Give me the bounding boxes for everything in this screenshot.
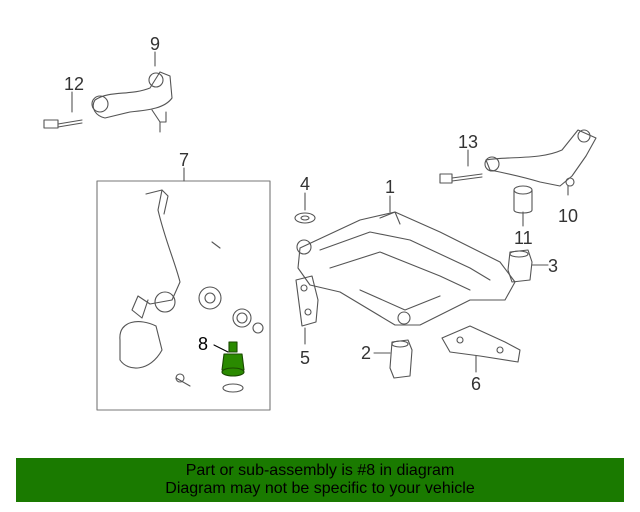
callout-5: 5 (300, 348, 310, 368)
callout-2: 2 (361, 343, 371, 363)
callout-6: 6 (471, 374, 481, 394)
bracket-part-6[interactable] (441, 325, 521, 363)
banner-line-part: Part or sub-assembly is #8 in diagram (185, 462, 455, 479)
banner-line-disclaimer: Diagram may not be specific to your vehi… (165, 480, 475, 497)
ball-joint-part-8[interactable] (221, 341, 245, 377)
callout-13: 13 (458, 132, 478, 152)
bushing-part-2[interactable] (389, 339, 413, 379)
bracket-part-5[interactable] (295, 275, 319, 327)
steering-knuckle-part[interactable] (119, 189, 264, 393)
parts-diagram: 9 12 7 8 4 1 5 2 3 6 10 13 11 (43, 34, 597, 411)
bushing-part-3[interactable] (507, 249, 533, 283)
upper-control-arm-part[interactable] (91, 71, 173, 133)
bolt-part-13[interactable] (439, 173, 483, 184)
lower-control-arm-part[interactable] (484, 129, 597, 187)
bushing-part-11[interactable] (513, 185, 533, 214)
callout-10: 10 (558, 206, 578, 226)
callout-8: 8 (198, 334, 208, 354)
callout-12: 12 (64, 74, 84, 94)
part-info-banner: Part or sub-assembly is #8 in diagram Di… (16, 458, 624, 502)
callout-11: 11 (514, 228, 533, 248)
callout-9: 9 (150, 34, 160, 54)
washer-part-4[interactable] (294, 212, 316, 224)
callout-line-8 (213, 344, 229, 353)
callout-7: 7 (179, 150, 189, 170)
bolt-part-12[interactable] (43, 119, 83, 129)
callout-1: 1 (385, 177, 395, 197)
callout-4: 4 (300, 174, 310, 194)
callout-3: 3 (548, 256, 558, 276)
subframe-part[interactable] (296, 211, 516, 326)
